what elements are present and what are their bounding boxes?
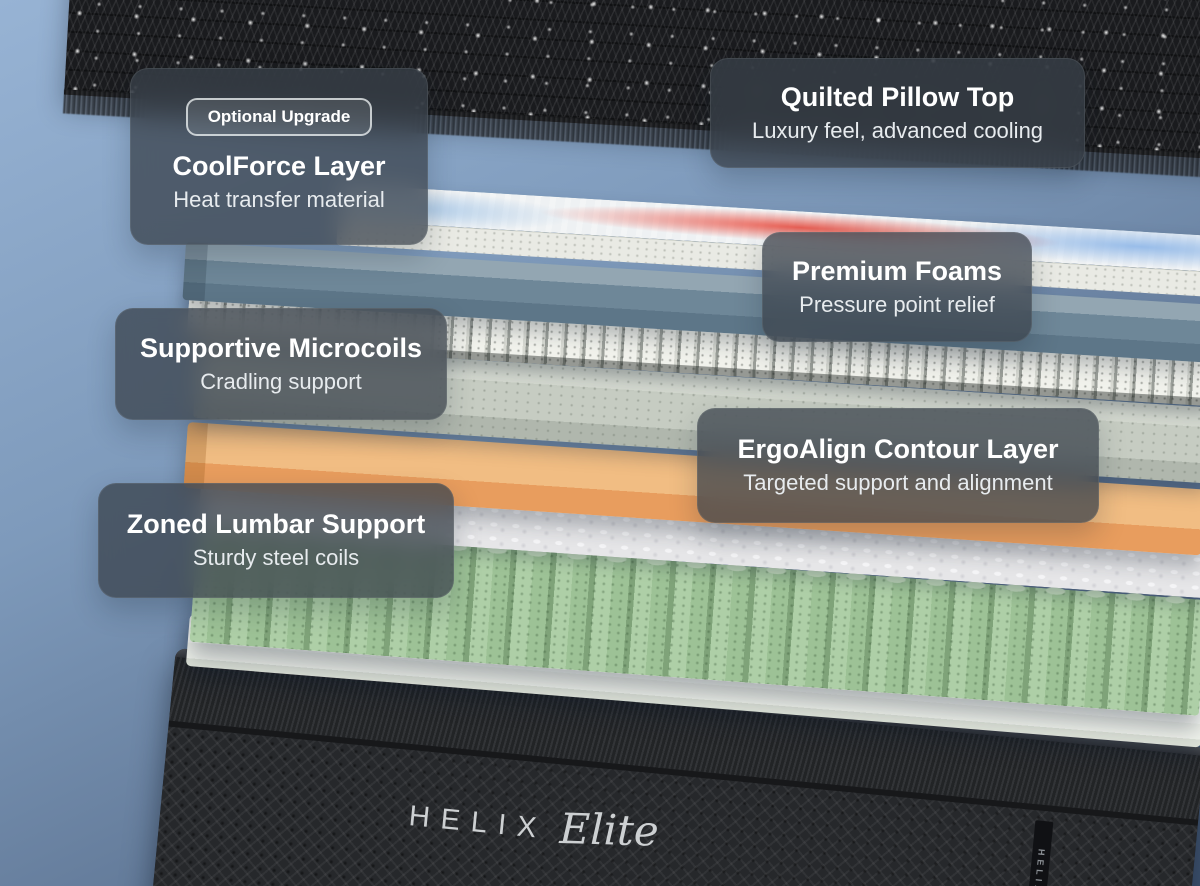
callout-subtitle: Heat transfer material — [173, 187, 385, 213]
callout-card-quilted-pillow-top: Quilted Pillow Top Luxury feel, advanced… — [710, 58, 1085, 168]
brand-wordmark: HELIX — [407, 800, 549, 846]
callout-title: Zoned Lumbar Support — [126, 509, 426, 540]
callout-title: CoolForce Layer — [172, 151, 386, 182]
optional-upgrade-badge: Optional Upgrade — [185, 98, 373, 137]
callout-title: Quilted Pillow Top — [780, 81, 1015, 112]
callout-subtitle: Targeted support and alignment — [743, 470, 1053, 496]
callout-subtitle: Pressure point relief — [799, 291, 995, 317]
callout-card-coolforce: Optional Upgrade CoolForce Layer Heat tr… — [130, 68, 428, 245]
callout-title: Supportive Microcoils — [139, 332, 423, 363]
callout-card-premium-foams: Premium Foams Pressure point relief — [762, 232, 1032, 342]
brand-script: Elite — [558, 804, 660, 856]
callout-subtitle: Sturdy steel coils — [192, 545, 360, 571]
callout-subtitle: Luxury feel, advanced cooling — [751, 117, 1044, 143]
callout-title: Premium Foams — [791, 255, 1003, 286]
callout-title: ErgoAlign Contour Layer — [737, 434, 1059, 465]
side-tag: HELIX — [1025, 820, 1054, 886]
callout-card-ergoalign: ErgoAlign Contour Layer Targeted support… — [697, 408, 1099, 523]
callout-card-zoned-lumbar: Zoned Lumbar Support Sturdy steel coils — [98, 483, 454, 598]
callout-subtitle: Cradling support — [200, 368, 362, 394]
brand-lockup: HELIX Elite — [407, 790, 660, 857]
callout-card-supportive-microcoils: Supportive Microcoils Cradling support — [115, 308, 447, 420]
side-tag-label: HELIX — [1032, 848, 1047, 886]
